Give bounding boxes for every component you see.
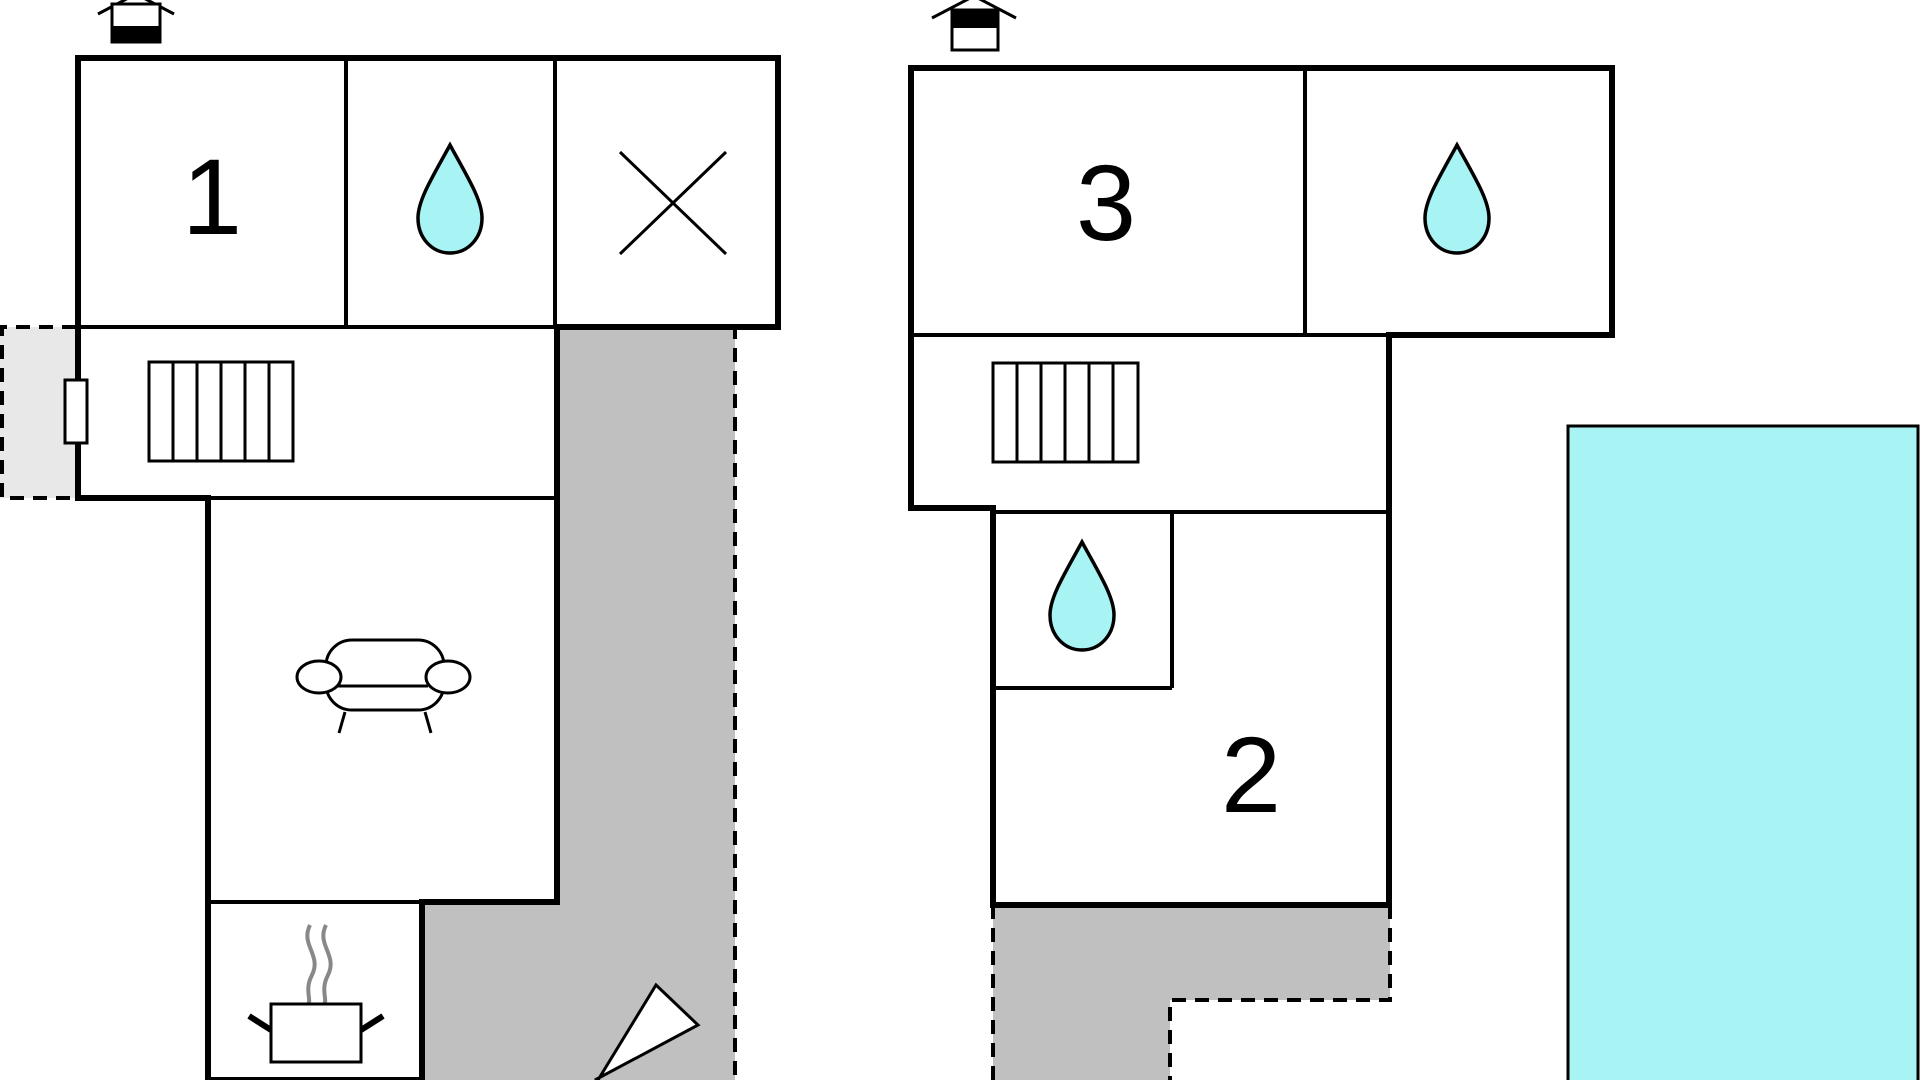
cross-icon	[618, 150, 728, 256]
entrance-icon	[931, 0, 1017, 52]
right-outer-wall	[908, 65, 1615, 908]
door	[63, 378, 89, 445]
entrance-icon	[97, 0, 175, 44]
sofa-icon	[295, 638, 472, 734]
stairs-icon	[991, 361, 1140, 464]
pool	[1566, 424, 1920, 1080]
right-terrace-dashed-edge-2	[1168, 905, 1392, 1080]
stairs-icon	[147, 360, 295, 463]
wind-vane-icon	[594, 982, 701, 1080]
balcony	[0, 327, 76, 498]
water-drop-icon	[416, 141, 484, 255]
cooking-pot-icon	[247, 924, 385, 1064]
left-floor: 1	[0, 0, 781, 1080]
room-2-label: 2	[1221, 714, 1281, 835]
room-3-label: 3	[1076, 142, 1136, 263]
water-drop-icon	[1423, 141, 1491, 255]
balcony-dashed-edge	[0, 325, 76, 500]
right-floor: 3 2	[908, 0, 1920, 1080]
left-terrace	[425, 325, 735, 1080]
room-1-label: 1	[182, 136, 242, 257]
water-drop-icon	[1048, 538, 1116, 652]
right-terrace	[993, 905, 1390, 1080]
